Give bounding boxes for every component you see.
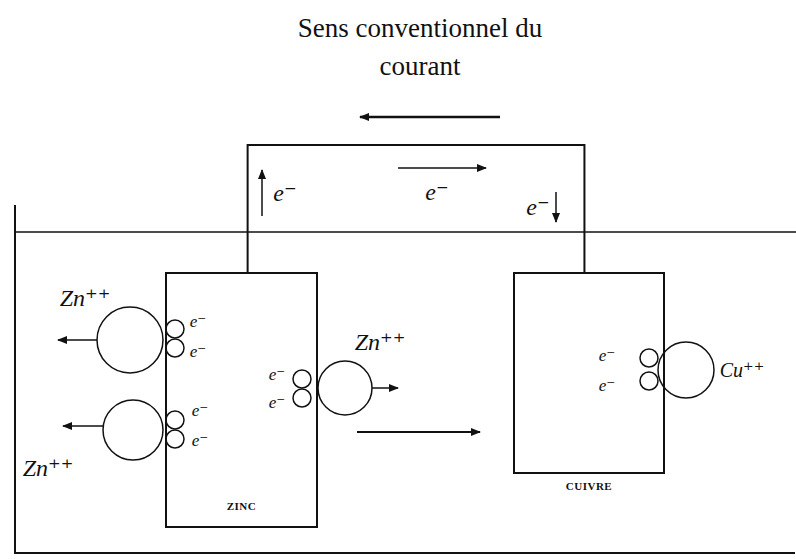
electron	[293, 389, 311, 407]
zinc-ion	[103, 400, 163, 460]
electron	[166, 411, 184, 429]
electron	[166, 339, 184, 357]
ion-label: Zn⁺⁺	[355, 329, 406, 355]
ion-label: e⁻	[269, 394, 286, 413]
electron	[640, 372, 658, 390]
current-label: Sens conventionnel du courant	[270, 10, 570, 86]
ion-label: e⁻	[190, 313, 207, 332]
zinc-ion	[97, 307, 163, 373]
electron-arrow	[261, 170, 263, 216]
ion-label: e⁻	[190, 343, 207, 362]
ion-label: Zn⁺⁺	[60, 285, 111, 311]
connecting-wire	[248, 145, 585, 272]
electron	[166, 430, 184, 448]
electron	[640, 349, 658, 367]
copper-ion	[658, 342, 714, 398]
electrode: CUIVRE	[513, 272, 665, 474]
electrode-label: CUIVRE	[566, 480, 612, 492]
ion-label: e⁻	[599, 347, 616, 366]
ion-label: e⁻	[425, 179, 448, 205]
electron-arrow	[398, 167, 486, 169]
electron	[166, 320, 184, 338]
electrode: ZINC	[165, 272, 318, 528]
solution-arrow	[357, 431, 480, 433]
electron-arrow	[555, 192, 557, 222]
ion-arrow	[63, 425, 103, 427]
container	[15, 205, 795, 553]
ion-label: e⁻	[526, 194, 549, 220]
current-arrow	[360, 116, 500, 119]
ion-arrow	[372, 387, 398, 389]
ion-label: e⁻	[192, 432, 209, 451]
ion-label: e⁻	[273, 180, 296, 206]
ion-arrow	[58, 339, 97, 341]
electrode-label: ZINC	[227, 500, 257, 512]
ion-label: Zn⁺⁺	[23, 455, 74, 481]
ion-label: e⁻	[192, 402, 209, 421]
ion-label: e⁻	[599, 377, 616, 396]
electron	[293, 370, 311, 388]
ion-label: Cu⁺⁺	[720, 359, 764, 381]
zinc-ion	[318, 361, 372, 415]
liquid-surface	[15, 231, 796, 233]
ion-label: e⁻	[269, 366, 286, 385]
